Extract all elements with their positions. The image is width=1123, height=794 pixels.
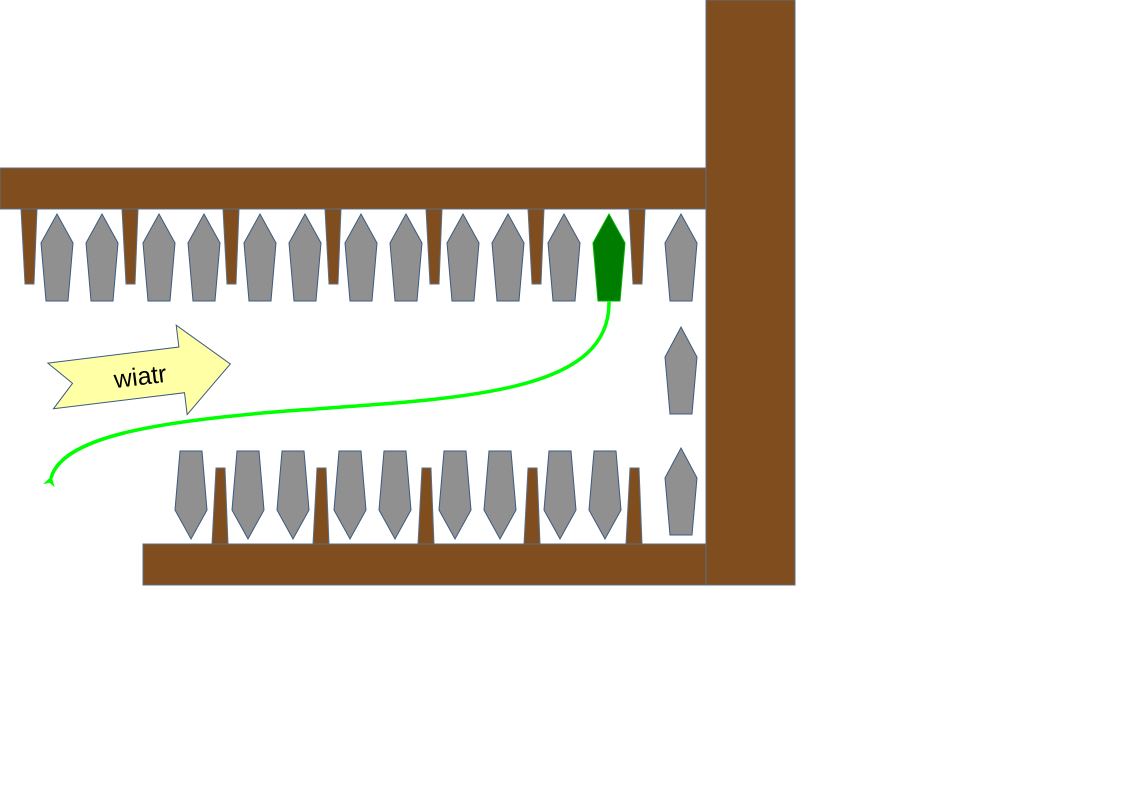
stone <box>85 212 119 302</box>
wind-arrow-shape <box>46 324 232 416</box>
stone-flight-path <box>43 300 611 488</box>
peg <box>211 467 229 545</box>
top-beam <box>0 167 707 210</box>
stone <box>344 212 378 302</box>
stone <box>243 212 277 302</box>
stone <box>231 450 265 541</box>
stone <box>187 212 221 302</box>
peg <box>312 467 330 545</box>
stone <box>446 212 480 302</box>
stone <box>438 450 472 541</box>
stone <box>142 212 176 302</box>
stone <box>547 212 581 302</box>
peg <box>625 467 643 545</box>
peg <box>324 208 342 285</box>
stone <box>378 450 412 541</box>
stone <box>483 450 517 541</box>
stone <box>543 450 577 541</box>
top-stone-row <box>40 212 698 302</box>
peg <box>523 467 541 545</box>
peg <box>527 208 545 285</box>
wind-label: wiatr <box>111 360 168 394</box>
stone <box>664 446 698 536</box>
peg <box>222 208 240 285</box>
wind-arrow: wiatr <box>46 324 232 416</box>
peg <box>417 467 435 545</box>
stone <box>664 325 698 415</box>
bottom-stone-row <box>174 450 622 541</box>
side-stone-column <box>664 325 698 536</box>
stone <box>276 450 310 541</box>
stone <box>491 212 525 302</box>
peg <box>20 208 38 285</box>
stone <box>333 450 367 541</box>
peg <box>425 208 443 285</box>
stone <box>664 212 698 302</box>
stone <box>40 212 74 302</box>
peg <box>121 208 139 285</box>
stone <box>389 212 423 302</box>
stone <box>174 450 208 541</box>
stone <box>288 212 322 302</box>
vertical-post <box>705 0 796 586</box>
bottom-beam <box>142 543 707 586</box>
highlighted-stone <box>592 212 626 302</box>
top-peg-row <box>20 208 646 285</box>
stone <box>588 450 622 541</box>
bottom-peg-row <box>211 467 643 545</box>
peg <box>628 208 646 285</box>
